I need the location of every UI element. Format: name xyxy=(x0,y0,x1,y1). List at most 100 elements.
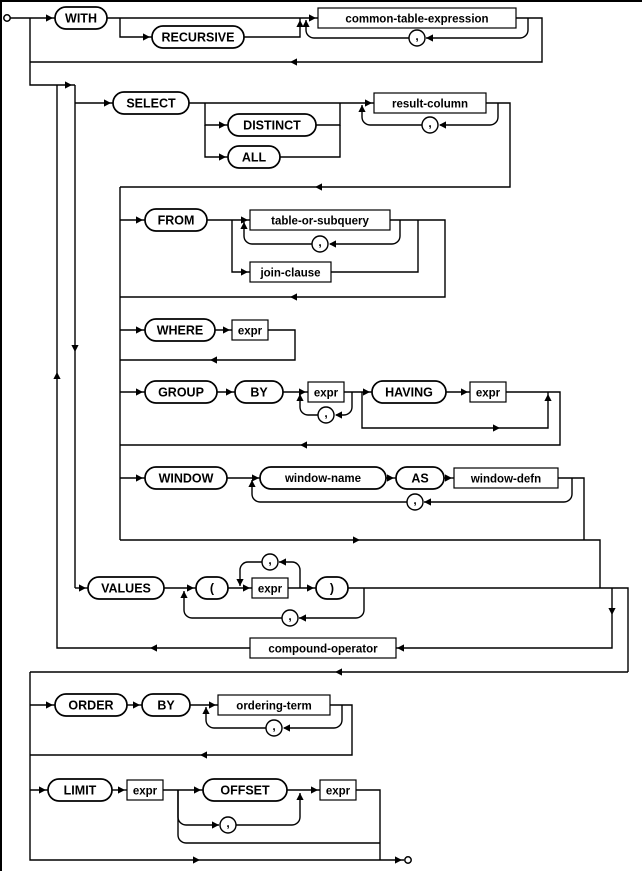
comma-separator: , xyxy=(317,406,335,424)
box xyxy=(395,466,445,490)
box xyxy=(453,467,559,489)
box xyxy=(421,116,439,134)
arrowhead xyxy=(219,121,226,129)
arrowhead xyxy=(136,216,143,224)
arrowhead xyxy=(329,240,336,248)
arrowhead xyxy=(241,268,248,276)
arrowhead xyxy=(194,786,201,794)
nonterminal-table-or-subquery[interactable]: table-or-subquery xyxy=(249,209,391,231)
connector xyxy=(426,18,529,39)
connector xyxy=(280,125,341,158)
arrowhead xyxy=(236,579,244,586)
label: expr xyxy=(314,388,339,400)
box xyxy=(87,576,165,600)
connector xyxy=(424,478,573,503)
connector xyxy=(30,704,353,756)
nonterminal-expr[interactable]: expr xyxy=(319,779,357,801)
nonterminal-window-defn[interactable]: window-defn xyxy=(453,467,559,489)
box xyxy=(144,380,218,404)
arrowhead xyxy=(53,372,61,379)
box xyxy=(234,380,284,404)
label: expr xyxy=(258,584,283,596)
nonterminal-expr[interactable]: expr xyxy=(307,381,345,403)
nonterminal-join-clause[interactable]: join-clause xyxy=(249,261,332,283)
connector xyxy=(243,222,312,245)
box xyxy=(406,493,424,511)
connector xyxy=(29,18,75,86)
keyword-all: ALL xyxy=(227,145,281,169)
keyword-close-paren: ) xyxy=(315,576,349,600)
nonterminal-ordering-term[interactable]: ordering-term xyxy=(217,694,331,716)
arrowhead xyxy=(133,701,140,709)
comma-separator: , xyxy=(311,235,329,253)
arrowhead xyxy=(290,58,297,66)
connector xyxy=(56,85,250,649)
arrowhead xyxy=(358,105,366,112)
arrowhead xyxy=(200,751,207,759)
connector xyxy=(120,391,561,446)
box xyxy=(249,261,332,283)
box xyxy=(259,466,387,490)
label: RECURSIVE xyxy=(162,31,235,45)
box xyxy=(231,319,269,341)
arrowhead xyxy=(353,536,360,544)
keyword-values: VALUES xyxy=(87,576,165,600)
nonterminal-expr[interactable]: expr xyxy=(126,779,164,801)
connector xyxy=(231,220,250,273)
box xyxy=(281,609,299,627)
keyword-recursive: RECURSIVE xyxy=(151,25,245,49)
connector xyxy=(336,392,353,416)
label: join-clause xyxy=(259,268,320,280)
arrowhead xyxy=(461,388,468,396)
box xyxy=(144,318,216,342)
box xyxy=(317,7,517,29)
box xyxy=(54,6,108,30)
arrowhead xyxy=(290,293,297,301)
comma-separator: , xyxy=(421,116,439,134)
connector xyxy=(120,102,511,188)
box xyxy=(141,693,191,717)
box xyxy=(319,779,357,801)
arrowhead xyxy=(209,701,216,709)
keyword-as: AS xyxy=(395,466,445,490)
box xyxy=(249,637,397,659)
arrowhead xyxy=(335,411,342,419)
nonterminal-expr[interactable]: expr xyxy=(251,577,289,599)
box xyxy=(261,553,279,571)
nonterminal-expr[interactable]: expr xyxy=(231,319,269,341)
label: VALUES xyxy=(101,582,151,596)
connector xyxy=(244,18,301,38)
label: WITH xyxy=(65,12,97,26)
connector xyxy=(183,591,282,619)
box xyxy=(317,406,335,424)
label: ) xyxy=(330,582,334,596)
arrowhead xyxy=(219,153,226,161)
keyword-order: ORDER xyxy=(54,693,128,717)
label: expr xyxy=(476,388,501,400)
label: expr xyxy=(133,786,158,798)
connector xyxy=(316,103,341,126)
arrowhead xyxy=(248,480,256,487)
label: SELECT xyxy=(126,97,176,111)
arrowhead xyxy=(397,644,404,652)
nonterminal-common-table-expression[interactable]: common-table-expression xyxy=(317,7,517,29)
nonterminal-expr[interactable]: expr xyxy=(469,381,507,403)
arrowhead xyxy=(315,183,322,191)
box xyxy=(126,779,164,801)
arrowhead xyxy=(296,793,304,800)
keyword-by: BY xyxy=(234,380,284,404)
keyword-select: SELECT xyxy=(112,91,190,115)
keyword-having: HAVING xyxy=(371,380,447,404)
box xyxy=(112,91,190,115)
nonterminal-compound-operator[interactable]: compound-operator xyxy=(249,637,397,659)
nonterminal-result-column[interactable]: result-column xyxy=(373,92,487,114)
box xyxy=(249,209,391,231)
arrowhead xyxy=(118,786,125,794)
connector xyxy=(177,790,380,844)
label: common-table-expression xyxy=(345,14,488,26)
arrowhead xyxy=(71,345,79,352)
label: AS xyxy=(411,472,428,486)
arrowhead xyxy=(365,99,372,107)
connector xyxy=(251,480,407,503)
arrowhead xyxy=(65,81,72,89)
